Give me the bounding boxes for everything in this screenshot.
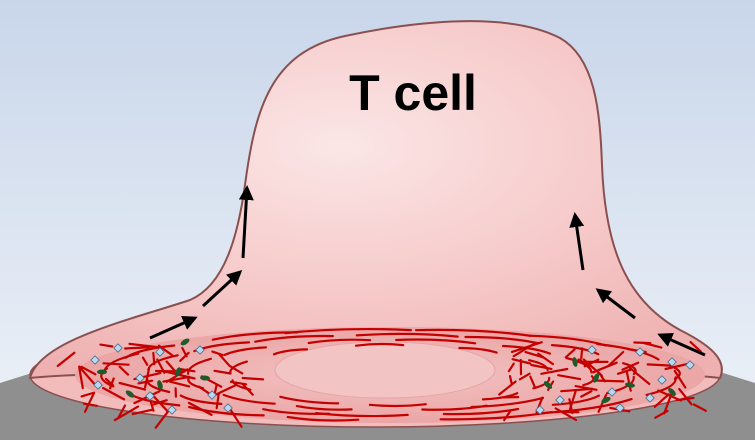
actin-filament [243, 378, 263, 379]
actin-filament [648, 364, 671, 365]
actin-filament [581, 348, 582, 358]
actin-filament [104, 363, 129, 364]
myosin-motor [97, 370, 107, 375]
actin-filament [594, 381, 623, 382]
diagram-title: T cell [349, 65, 477, 121]
actin-filament [125, 347, 149, 348]
actin-filament [510, 376, 512, 383]
lamellipodium-center [275, 342, 495, 398]
actin-filament [153, 353, 154, 364]
